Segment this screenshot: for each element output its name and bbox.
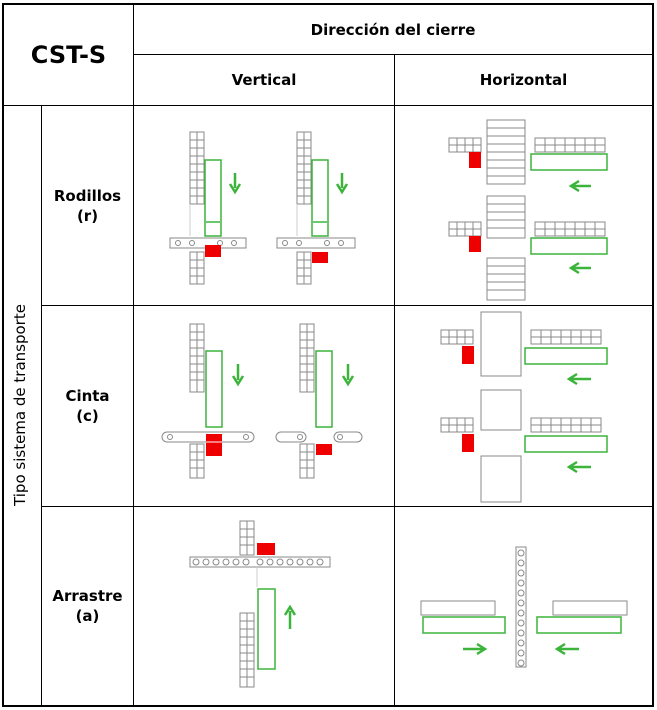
table-border-top <box>2 3 654 5</box>
diagram-arrastre-vertical <box>189 520 331 688</box>
column-header-horizontal: Horizontal <box>479 71 568 89</box>
transport-type-label: Tipo sistema de transporte <box>11 304 29 506</box>
row-code: (r) <box>76 206 99 225</box>
table-divider <box>41 105 42 707</box>
table-border-bottom <box>2 705 654 707</box>
diagram-cinta-vertical <box>161 323 363 479</box>
row-code: (c) <box>76 407 99 425</box>
table-title: CST-S <box>30 41 107 69</box>
row-label-arrastre: Arrastre (a) <box>42 507 133 705</box>
table-divider <box>134 54 653 55</box>
stacker-assembly-right <box>276 131 356 285</box>
diagram-rodillos-horizontal <box>448 119 608 301</box>
table-divider <box>394 55 395 707</box>
table-border-left <box>2 3 4 707</box>
table-border-right <box>652 3 654 707</box>
diagram-cinta-horizontal <box>440 311 608 503</box>
table-divider <box>41 305 653 306</box>
row-code: (a) <box>75 607 100 625</box>
row-name: Cinta <box>65 387 110 405</box>
table-divider <box>2 105 653 106</box>
diagram-rodillos-vertical <box>169 131 356 285</box>
row-name: Rodillos <box>53 186 122 205</box>
row-label-rodillos: Rodillos (r) <box>42 106 133 305</box>
diagram-arrastre-horizontal <box>420 546 628 668</box>
stacker-assembly-left <box>169 131 247 285</box>
row-name: Arrastre <box>52 587 123 605</box>
direction-header: Dirección del cierre <box>310 20 476 39</box>
table-divider <box>133 3 134 707</box>
column-header-vertical: Vertical <box>231 71 297 89</box>
row-label-cinta: Cinta (c) <box>42 306 133 506</box>
table-divider <box>41 506 653 507</box>
